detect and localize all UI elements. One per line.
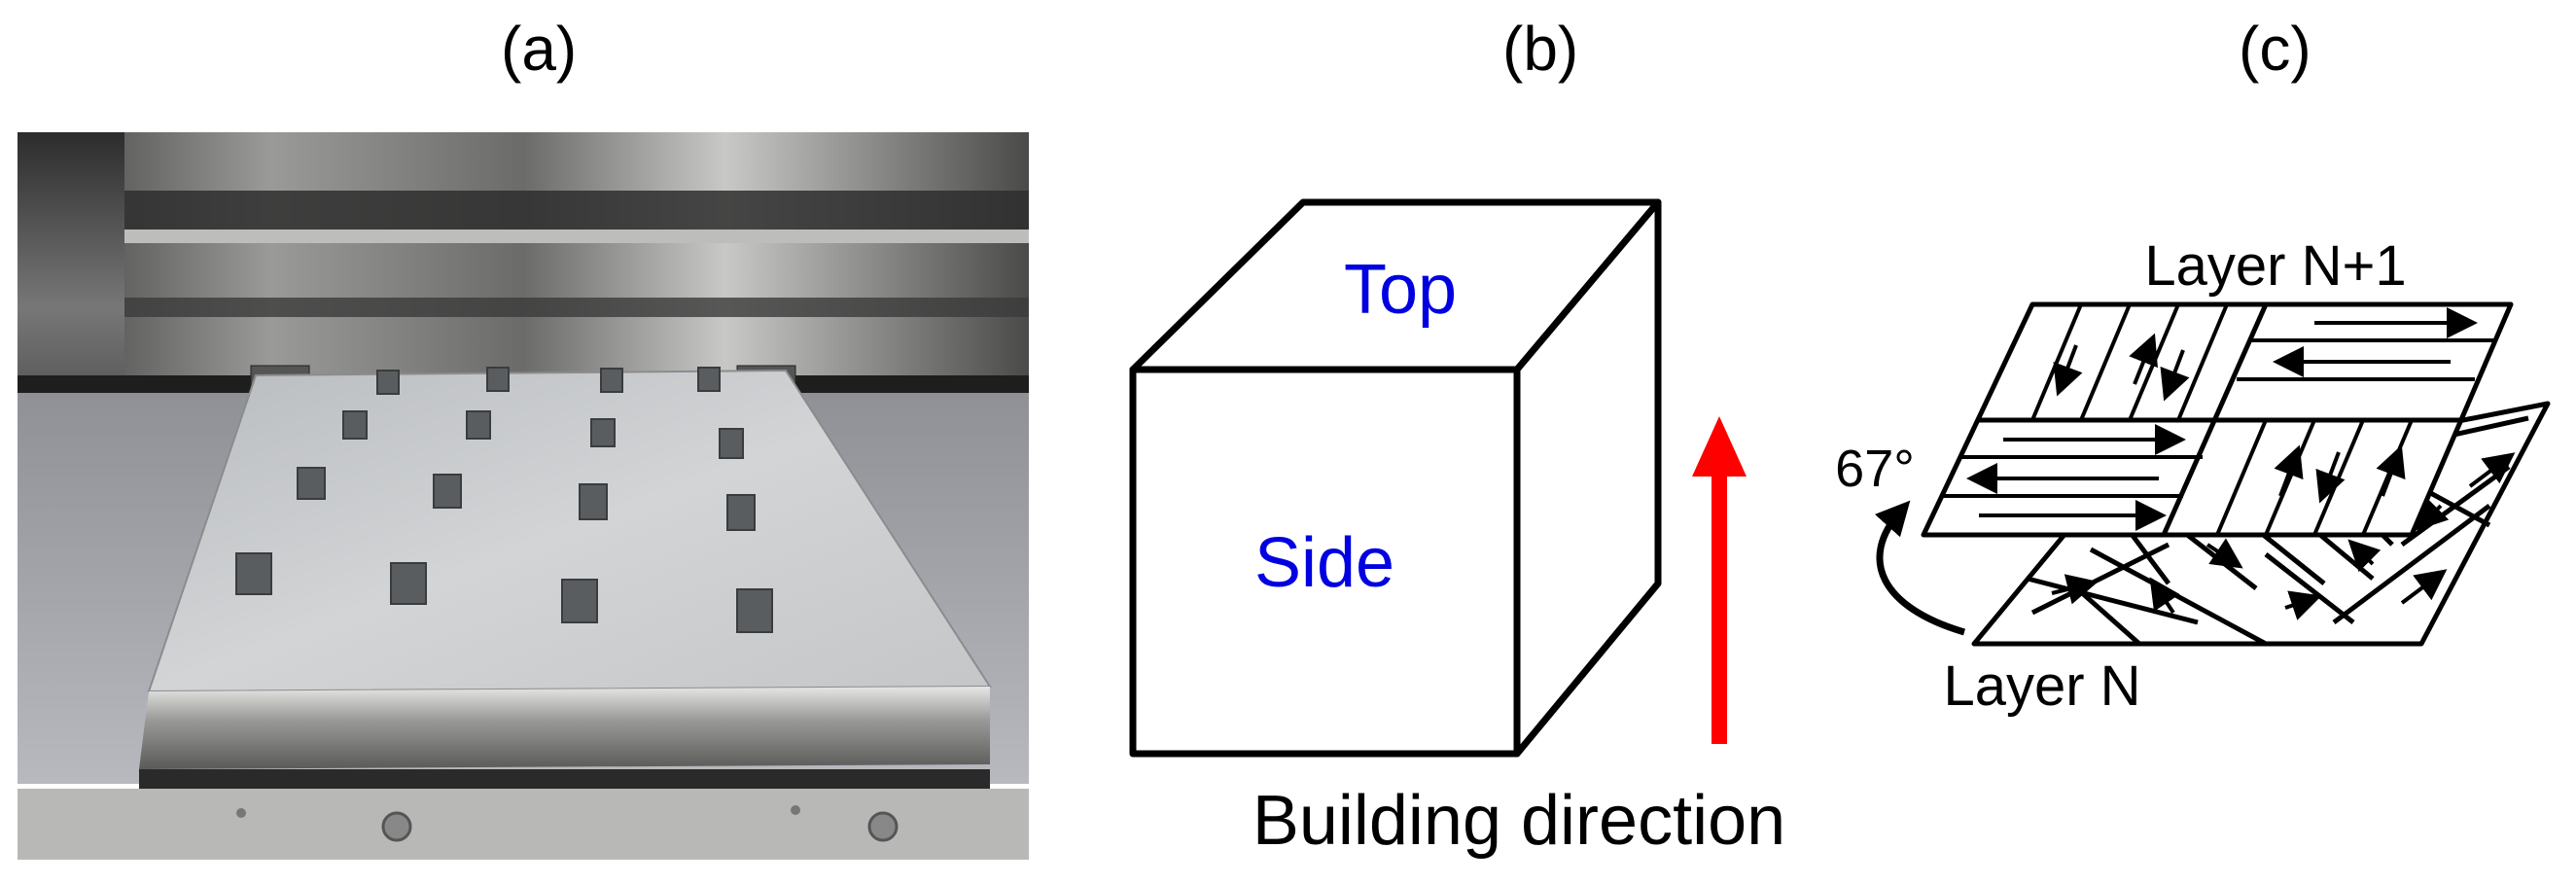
build-plate-photo [18,132,1029,860]
panel-label-b: (b) [1502,14,1579,84]
layer-n1-label: Layer N+1 [2144,234,2406,298]
layer-n1-lines-tr [2237,338,2494,381]
layer-n-label: Layer N [1943,654,2140,718]
layer-n-scan-arrows [2051,452,2516,620]
rotation-angle-label: 67° [1835,440,1915,498]
layer-n1-lines-bl [1943,455,2203,498]
building-direction-caption: Building direction [1253,782,1785,860]
cube-top-label: Top [1344,251,1457,329]
panel-label-c: (c) [2239,14,2311,84]
layer-n1-scan-arrows [1966,307,2478,531]
cube-side-label: Side [1254,524,1394,602]
panel-label-a: (a) [501,14,578,84]
building-direction-arrow [1692,416,1747,744]
rotation-arrow [1874,500,1965,636]
cube-diagram [1129,198,1662,758]
